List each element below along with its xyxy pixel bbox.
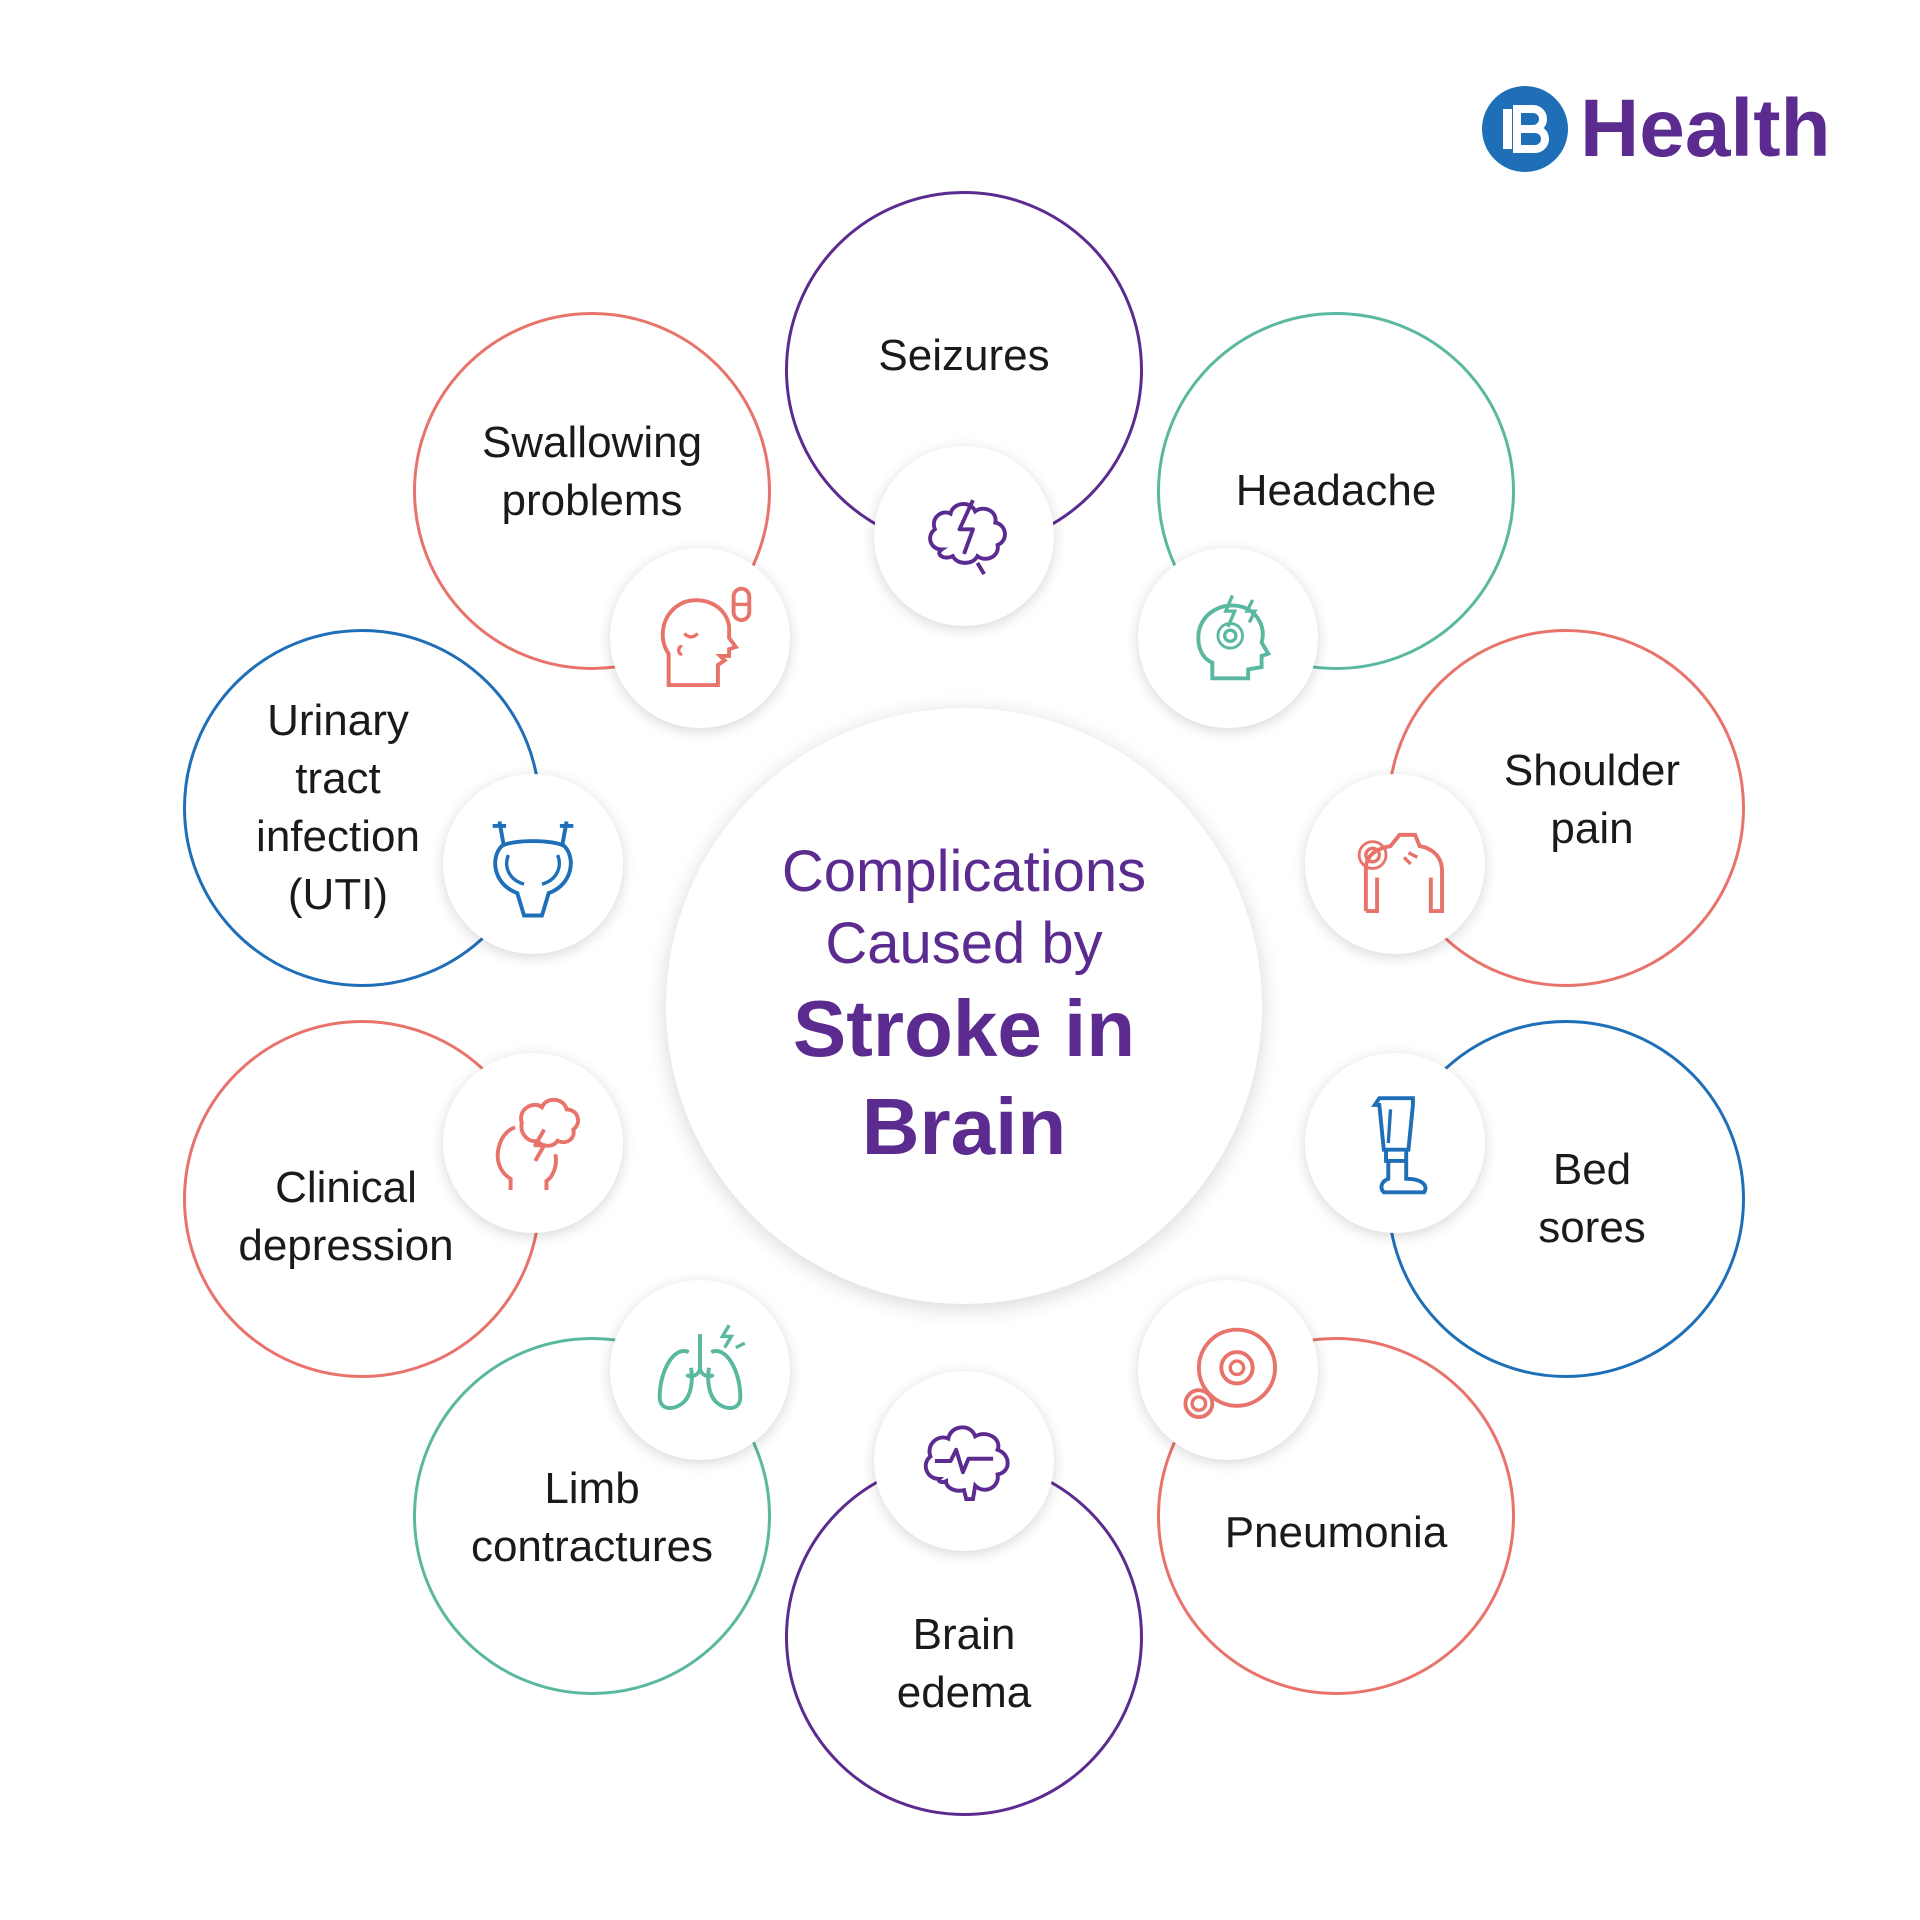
shoulder-pain-icon — [1357, 832, 1444, 913]
center-title-line-1: Complications — [781, 839, 1147, 904]
complication-label-shoulder-pain: Shoulder pain — [1442, 742, 1742, 858]
lungs-icon — [657, 1324, 746, 1410]
complication-label-headache: Headache — [1186, 462, 1486, 520]
head-storm-icon — [495, 1097, 581, 1191]
complication-badge-brain-edema — [874, 1371, 1054, 1551]
complication-label-bed-sores: Bed sores — [1442, 1141, 1742, 1257]
complication-badge-urinary-tract-infection-uti — [443, 774, 623, 954]
head-pain-icon — [1196, 594, 1272, 681]
complication-badge-shoulder-pain — [1305, 774, 1485, 954]
complication-label-line: Limb — [544, 1464, 640, 1513]
center-title-line-3: Stroke in — [792, 984, 1136, 1073]
brand-name: Health — [1580, 83, 1831, 174]
complication-label-brain-edema: Brain edema — [814, 1606, 1114, 1722]
complication-label-limb-contractures: Limb contractures — [442, 1460, 742, 1576]
complication-label-line: depression — [238, 1221, 454, 1270]
complication-label-pneumonia: Pneumonia — [1186, 1504, 1486, 1562]
center-title-line-4: Brain — [861, 1082, 1067, 1171]
brain-lightning-icon — [928, 499, 1007, 576]
complication-badge-pneumonia — [1138, 1280, 1318, 1460]
complication-label-line: Clinical — [275, 1163, 417, 1212]
complication-badge-headache — [1138, 548, 1318, 728]
complication-label-line: (UTI) — [287, 870, 389, 919]
target-rings-icon — [1183, 1327, 1277, 1419]
complication-label-line: Headache — [1235, 466, 1437, 515]
center-title-line-2: Caused by — [825, 911, 1103, 976]
complication-label-line: contractures — [470, 1522, 714, 1571]
complication-label-line: infection — [256, 812, 420, 861]
complication-badge-clinical-depression — [443, 1053, 623, 1233]
bladder-icon — [492, 821, 574, 918]
complication-label-line: Shoulder — [1503, 746, 1681, 795]
complication-label-line: tract — [295, 754, 381, 803]
complication-label-line: Seizures — [878, 331, 1050, 380]
complication-label-urinary-tract-infection-uti: Urinary tract infection (UTI) — [188, 692, 488, 924]
prosthetic-leg-icon — [1371, 1096, 1428, 1195]
complication-label-swallowing-problems: Swallowing problems — [442, 414, 742, 530]
complication-label-line: Swallowing — [481, 418, 703, 467]
head-pill-icon — [660, 586, 752, 687]
complication-label-line: sores — [1538, 1203, 1646, 1252]
complication-badge-bed-sores — [1305, 1053, 1485, 1233]
complication-label-line: edema — [896, 1668, 1032, 1717]
complication-label-clinical-depression: Clinical depression — [196, 1159, 496, 1275]
complication-label-line: problems — [501, 476, 683, 525]
complication-label-line: pain — [1550, 804, 1634, 853]
brand-mark-icon — [1482, 86, 1568, 172]
brain-pulse-icon — [923, 1425, 1010, 1502]
complication-badge-swallowing-problems — [610, 548, 790, 728]
complication-label-line: Brain — [912, 1610, 1016, 1659]
center-title-circle: Complications Caused by Stroke in Brain — [666, 708, 1262, 1304]
complication-label-seizures: Seizures — [814, 327, 1114, 385]
complication-label-line: Pneumonia — [1224, 1508, 1448, 1557]
complication-badge-limb-contractures — [610, 1280, 790, 1460]
complication-badge-seizures — [874, 446, 1054, 626]
complication-label-line: Bed — [1552, 1145, 1632, 1194]
complication-label-line: Urinary — [267, 696, 409, 745]
brand-logo: Health — [1482, 86, 1831, 172]
